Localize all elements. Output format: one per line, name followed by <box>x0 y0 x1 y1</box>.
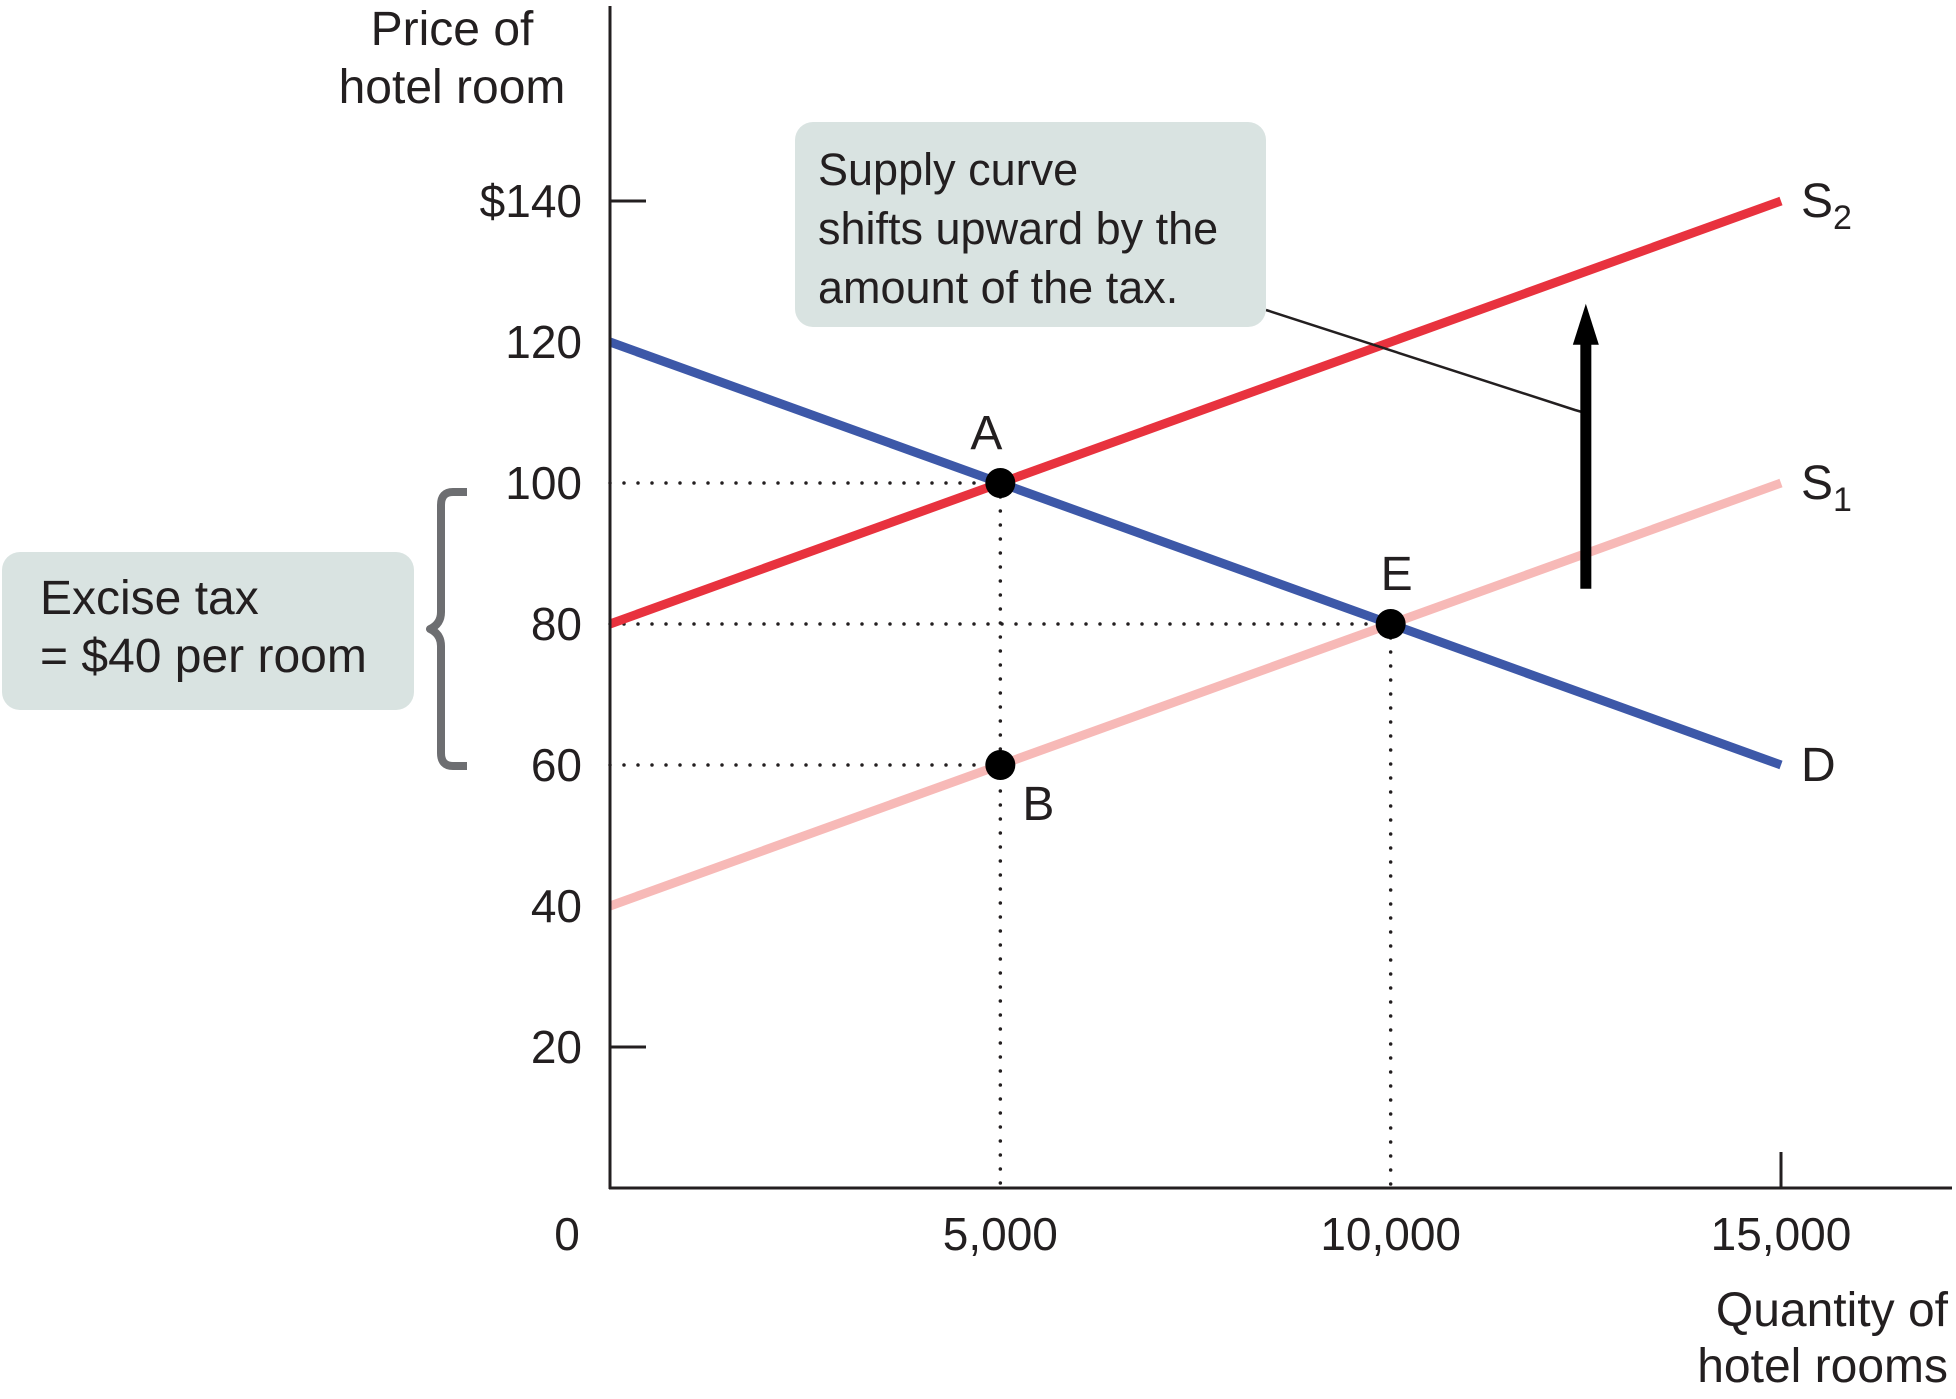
y-tick-label-100: 100 <box>505 457 582 509</box>
curve-label-s2: S2 <box>1801 175 1852 237</box>
points <box>985 468 1406 780</box>
excise-tax-callout: Excise tax = $40 per room <box>2 552 414 710</box>
point-a <box>985 468 1016 498</box>
curve-s2 <box>608 196 1783 629</box>
y-tick-label-40: 40 <box>531 880 582 932</box>
y-tick-label-140: $140 <box>480 175 582 227</box>
y-tick-label-120: 120 <box>505 316 582 368</box>
curve-s1 <box>608 478 1783 911</box>
shift-arrow-head <box>1572 303 1599 345</box>
axes <box>608 6 1952 1190</box>
x-tick-label-10000: 10,000 <box>1320 1208 1461 1260</box>
point-label-e: E <box>1381 548 1413 601</box>
point-label-a: A <box>970 407 1002 460</box>
x-tick-label-0: 0 <box>554 1208 580 1260</box>
supply-shift-callout: Supply curve shifts upward by the amount… <box>795 122 1266 327</box>
x-tick-label-5000: 5,000 <box>943 1208 1058 1260</box>
tax-brace <box>426 488 467 770</box>
y-tick-label-20: 20 <box>531 1021 582 1073</box>
point-label-b: B <box>1022 778 1054 831</box>
curve-d <box>608 337 1783 770</box>
annotation-marks <box>426 303 1599 770</box>
x-tick-label-15000: 15,000 <box>1711 1208 1852 1260</box>
callout-leader-line <box>1265 308 1583 414</box>
curve-label-d: D <box>1801 739 1836 792</box>
curve-label-s1: S1 <box>1801 457 1852 519</box>
reference-lines <box>608 481 1393 1190</box>
y-tick-label-80: 80 <box>531 598 582 650</box>
point-b <box>985 750 1016 780</box>
y-tick-label-60: 60 <box>531 739 582 791</box>
point-e <box>1375 609 1406 639</box>
